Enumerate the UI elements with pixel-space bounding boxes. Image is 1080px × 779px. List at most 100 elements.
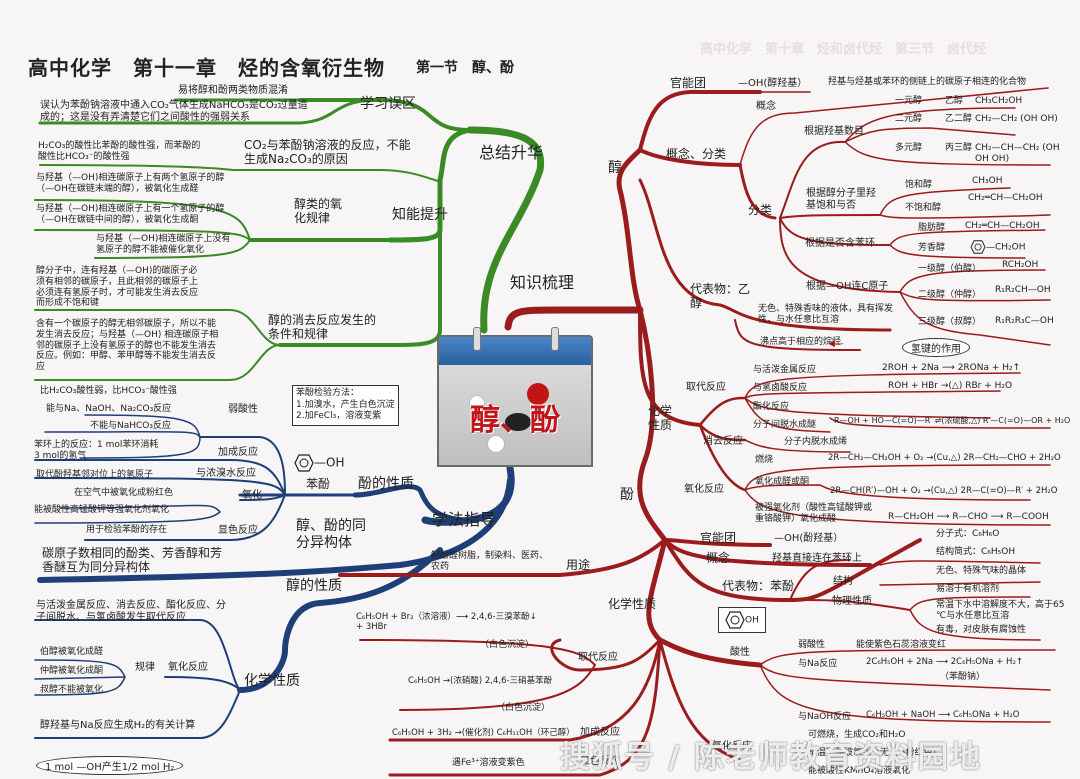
node-phenol-substitution[interactable]: 取代反应 — [578, 652, 618, 663]
calendar-body: 醇、酚 — [437, 365, 593, 467]
elimination-detail: 分子内脱水成烯 — [784, 437, 848, 447]
node-alcohol[interactable]: 醇 — [608, 160, 622, 176]
alcohol-concept-value: 羟基与烃基或苯环的侧链上的碳原子相连的化合物 — [828, 77, 1027, 87]
node-ability[interactable]: 知能提升 — [392, 207, 448, 223]
acidity-eq: 2C₆H₅OH + 2Na ⟶ 2C₆H₅ONa + H₂↑ — [866, 657, 1023, 667]
node-phenol-representative[interactable]: 代表物：苯酚 — [722, 579, 795, 593]
node-alcohol-elimination[interactable]: 消去反应 — [703, 436, 743, 447]
node-by-saturation[interactable]: 根据醇分子里羟基饱和与否 — [806, 188, 876, 211]
reaction-eq: 2R—CH₂—CH₂OH + O₂ →(Cu,△) 2R—CH₂—CHO + 2… — [828, 453, 1061, 463]
node-by-ring[interactable]: 根据是否含苯环 — [805, 238, 875, 249]
node-phenol-fg[interactable]: 官能团 — [700, 531, 737, 545]
class-formula: R₁R₂CH—OH — [995, 285, 1051, 295]
structure-item: 结构简式：C₆H₅OH — [936, 547, 1016, 557]
reaction-eq: 2R—CH(R′)—OH + O₂ →(Cu,△) 2R—C(=O)—R′ + … — [830, 486, 1058, 496]
class-formula: CH₂—CH—CH₂ (OH OH OH) — [975, 143, 1060, 164]
branch-knowledge[interactable]: 知识梳理 — [510, 273, 575, 292]
node-by-carbon[interactable]: 根据—OH连C原子 — [806, 281, 889, 292]
node-co2-topic[interactable]: CO₂与苯酚钠溶液的反应，不能生成Na₂CO₃的原因 — [244, 138, 411, 167]
phenol-oxidation-item: 常温下易被氧化（无色→粉红色） — [808, 748, 942, 758]
node-weak-acid[interactable]: 弱酸性 — [228, 404, 258, 415]
node-alcohol-chem[interactable]: 化学性质 — [648, 404, 673, 433]
oxidation-rule-item: 叔醇不能被氧化 — [40, 685, 104, 695]
class-example: 乙二醇 — [945, 114, 973, 124]
oxidation-rule-item: 伯醇被氧化成醛 — [40, 647, 104, 657]
class-type: 三级醇（叔醇） — [918, 317, 982, 327]
node-phenol-oxidation[interactable]: 氧化反应 — [712, 741, 752, 752]
alcohol-fg-value: —OH(醇羟基） — [738, 78, 808, 89]
calendar-ring-icon — [473, 327, 481, 351]
physical-item: 无色、特殊气味的晶体 — [936, 566, 1027, 576]
oxidation-rule-item: 与羟基（—OH)相连碳原子上有一个氢原子的醇（—OH在碳链中间的醇），被氧化生成… — [36, 204, 225, 225]
aromatic-formula: —CH₂OH — [970, 240, 1026, 254]
phenol-oh-label: OH — [745, 615, 759, 626]
oxidation-rule-item: 与羟基（—OH)相连碳原子上没有氢原子的醇不能被催化氧化 — [96, 234, 231, 255]
branch-summary[interactable]: 总结升华 — [479, 143, 544, 162]
node-misconceptions[interactable]: 学习误区 — [360, 96, 416, 112]
node-phenol-addition[interactable]: 加成反应 — [580, 727, 620, 738]
molecule-atom-icon — [527, 383, 549, 405]
reaction-name: 氧化成醛或酮 — [755, 477, 810, 487]
page-title: 高中化学 第十一章 烃的含氧衍生物 — [28, 56, 385, 80]
class-type: 一级醇（伯醇） — [918, 264, 982, 274]
node-phenol-chem[interactable]: 化学性质 — [608, 597, 657, 611]
node-phenol-color[interactable]: 显色反应 — [580, 756, 620, 767]
center-label: 醇、酚 — [470, 403, 560, 438]
callout-line: 苯酚检验方法： — [296, 388, 360, 398]
node-alcohol-oxidation[interactable]: 氧化反应 — [168, 662, 208, 673]
node-elimination-rule[interactable]: 醇的消去反应发生的条件和规律 — [268, 313, 377, 342]
weak-acid-item: 不能与NaHCO₃反应 — [90, 421, 171, 431]
branch-method[interactable]: 学法指导 — [432, 510, 497, 529]
node-phenol-props[interactable]: 酚的性质 — [358, 476, 414, 492]
phenol-color-detail: 用于检验苯酚的存在 — [86, 525, 168, 535]
node-alcohol-chem[interactable]: 化学性质 — [244, 673, 300, 689]
phenol-use-value: 制酚醛树脂，制染料、医药、农药 — [431, 551, 549, 572]
hydrogen-bond-note: 氢键的作用 — [902, 338, 970, 357]
center-node[interactable]: 醇、酚 — [437, 327, 593, 467]
node-alcohol-concept-class[interactable]: 概念、分类 — [666, 147, 727, 161]
node-isomers[interactable]: 醇、酚的同分异构体 — [296, 518, 366, 551]
class-type: 一元醇 — [895, 96, 923, 106]
misconception-item: 易将醇和酚两类物质混淆 — [178, 85, 288, 96]
co2-detail: H₂CO₃的酸性比苯酚的酸性强，而苯酚的酸性比HCO₃⁻的酸性强 — [38, 141, 201, 162]
oxidation-rule-item: 与羟基（—OH)相连碳原子上有两个氢原子的醇（—OH在碳链末端的醇），被氧化生成… — [36, 173, 225, 194]
node-phenol-structure[interactable]: 结构 — [833, 576, 853, 587]
alcohol-reactions: 与活泼金属反应、消去反应、酯化反应、分子间脱水、与氢卤酸发生取代反应 — [36, 600, 226, 623]
node-phenol-concept[interactable]: 概念 — [706, 551, 731, 565]
class-example: 乙醇 — [945, 96, 964, 106]
node-alcohol-props[interactable]: 醇的性质 — [286, 578, 342, 594]
class-type: 二元醇 — [895, 114, 923, 124]
node-alcohol-fg[interactable]: 官能团 — [670, 76, 707, 90]
node-ethanol[interactable]: 代表物：乙醇 — [690, 282, 751, 311]
physical-item: 有毒，对皮肤有腐蚀性 — [936, 625, 1027, 635]
substitution-eq: C₆H₅OH + Br₂（浓溶液）⟶ 2,4,6-三溴苯酚↓ + 3HBr — [356, 612, 537, 633]
class-type: 芳香醇 — [918, 243, 946, 253]
node-phenol-bromine[interactable]: 与浓溴水反应 — [196, 468, 256, 479]
class-formula: CH₃CH₂OH — [975, 96, 1023, 106]
ghost-header: 高中化学 第十章 烃和卤代烃 第三节 卤代烃 — [700, 42, 987, 57]
molecule-atom-icon — [469, 395, 485, 411]
oxidation-rule-label: 规律 — [135, 662, 155, 673]
node-phenol-use[interactable]: 用途 — [566, 558, 591, 572]
node-phenol[interactable]: 酚 — [620, 487, 634, 503]
node-phenol-oxidation[interactable]: 氧化 — [242, 490, 262, 501]
section-title: 第一节 醇、酚 — [416, 60, 514, 76]
isomers-detail: 碳原子数相同的酚类、芳香醇和芳香醚互为同分异构体 — [42, 546, 223, 575]
color-detail: 遇Fe³⁺溶液变紫色 — [452, 758, 525, 768]
phenol-oxidation-item: 能被酸性KMnO₄溶液氧化 — [808, 766, 911, 776]
calendar-header — [437, 335, 593, 365]
node-alcohol-oxidation[interactable]: 氧化反应 — [684, 484, 724, 495]
ethanol-property: 沸点高于相应的烷烃 — [760, 337, 842, 347]
calc-note-oval: 1 mol —OH产生1/2 mol H₂ — [36, 756, 184, 775]
node-phenol-acidity[interactable]: 酸性 — [730, 647, 750, 658]
node-phenol-color[interactable]: 显色反应 — [218, 525, 258, 536]
node-by-oh-count[interactable]: 根据羟基数目 — [804, 126, 864, 137]
node-phenol-addition[interactable]: 加成反应 — [218, 447, 258, 458]
node-oxidation-rule[interactable]: 醇类的氧化规律 — [294, 197, 343, 226]
node-alcohol-substitution[interactable]: 取代反应 — [686, 382, 726, 393]
node-alcohol-concept[interactable]: 概念 — [756, 101, 776, 112]
node-phenol-physical[interactable]: 物理性质 — [832, 596, 872, 607]
phenol-oxidation-item: 在空气中被氧化成粉红色 — [74, 488, 174, 498]
phenol-fg-value: —OH(酚羟基） — [774, 533, 844, 544]
node-alcohol-classify[interactable]: 分类 — [748, 203, 773, 217]
